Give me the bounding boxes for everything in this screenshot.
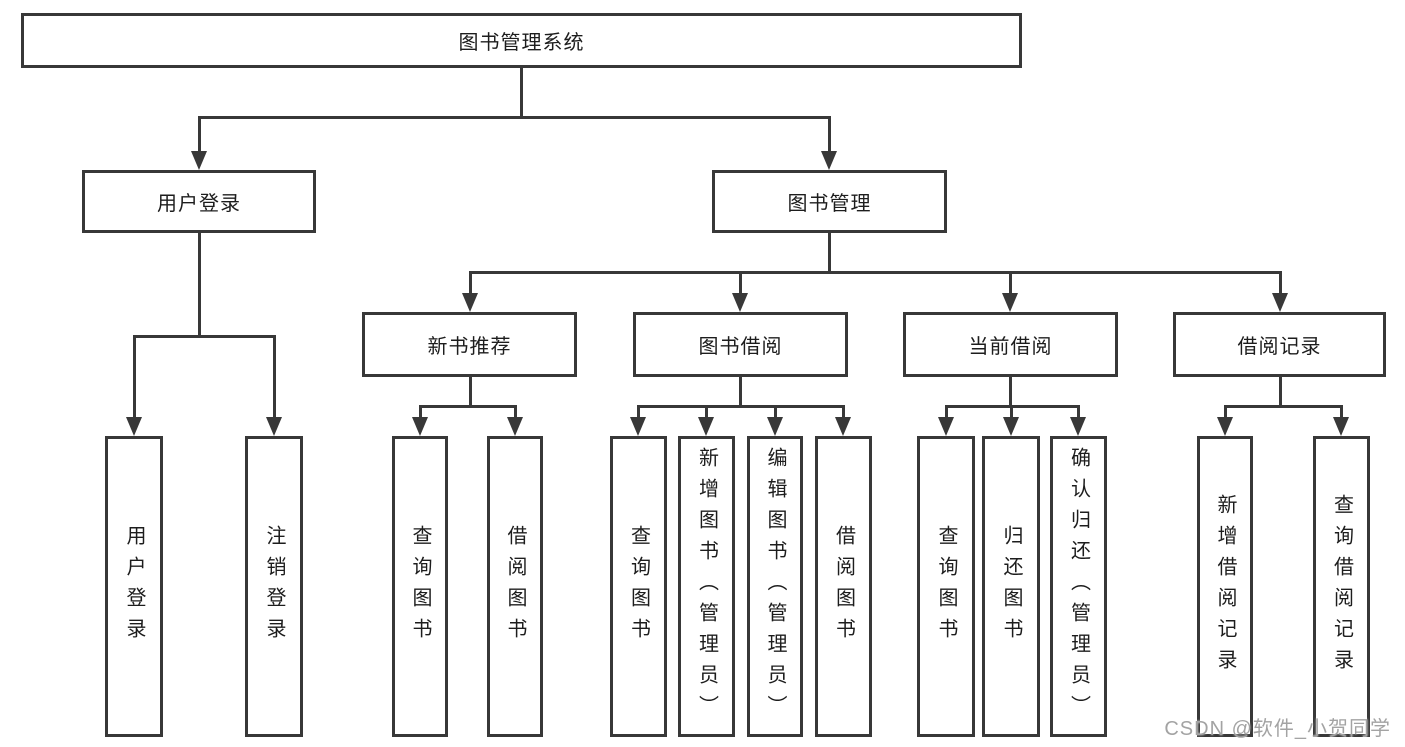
arrow-down-icon xyxy=(767,417,783,436)
node-label: 归还图书 xyxy=(1000,524,1022,649)
connector-line xyxy=(944,404,1080,408)
connector-line xyxy=(1008,377,1012,407)
arrow-down-icon xyxy=(191,151,207,170)
node-label: 图书管理系统 xyxy=(458,32,585,54)
node-borrowing-records: 借阅记录 xyxy=(1173,312,1386,377)
node-label: 借阅图书 xyxy=(832,524,855,649)
node-leaf-user-login: 用户登录 xyxy=(105,436,163,737)
node-label: 新书推荐 xyxy=(427,336,512,358)
node-label: 当前借阅 xyxy=(968,336,1053,358)
connector-line xyxy=(636,406,640,418)
node-label: 用户登录 xyxy=(123,524,145,649)
node-label: 借阅记录 xyxy=(1237,336,1322,358)
csdn-watermark: CSDN @软件_小贺同学 xyxy=(1164,718,1391,740)
arrow-down-icon xyxy=(821,151,837,170)
connector-line xyxy=(132,336,136,418)
node-leaf-bb-query-books: 查询图书 xyxy=(610,436,667,737)
node-label: 图书借阅 xyxy=(698,336,783,358)
node-label: 编辑图书（管理员） xyxy=(764,447,786,726)
node-leaf-br-query-record: 查询借阅记录 xyxy=(1313,436,1370,737)
node-book-management: 图书管理 xyxy=(712,170,947,233)
arrow-down-icon xyxy=(938,417,954,436)
arrow-down-icon xyxy=(1217,417,1233,436)
connector-line xyxy=(418,404,517,408)
arrow-down-icon xyxy=(1070,417,1086,436)
node-label: 用户登录 xyxy=(157,193,241,215)
node-leaf-cb-query-books: 查询图书 xyxy=(917,436,975,737)
connector-line xyxy=(1223,406,1227,418)
connector-line xyxy=(197,115,831,119)
node-leaf-nbr-query-books: 查询图书 xyxy=(392,436,448,737)
connector-line xyxy=(827,233,831,273)
connector-line xyxy=(418,406,422,418)
node-user-login: 用户登录 xyxy=(82,170,316,233)
connector-line xyxy=(738,272,742,294)
node-leaf-cb-return-books: 归还图书 xyxy=(982,436,1040,737)
arrow-down-icon xyxy=(126,417,142,436)
node-current-borrowing: 当前借阅 xyxy=(903,312,1118,377)
node-leaf-logout: 注销登录 xyxy=(245,436,303,737)
connector-line xyxy=(841,406,845,418)
node-label: 查询图书 xyxy=(627,524,650,649)
node-leaf-bb-borrow-books: 借阅图书 xyxy=(815,436,872,737)
node-label: 确认归还（管理员） xyxy=(1067,447,1090,726)
connector-line xyxy=(1278,272,1282,294)
connector-line xyxy=(468,377,472,407)
connector-line xyxy=(1223,404,1343,408)
connector-line xyxy=(1076,406,1080,418)
arrow-down-icon xyxy=(507,417,523,436)
node-book-borrowing: 图书借阅 xyxy=(633,312,848,377)
node-library-system: 图书管理系统 xyxy=(21,13,1022,68)
arrow-down-icon xyxy=(698,417,714,436)
connector-line xyxy=(272,336,276,418)
connector-line xyxy=(738,377,742,407)
connector-line xyxy=(944,406,948,418)
connector-line xyxy=(827,117,831,152)
connector-line xyxy=(636,404,845,408)
connector-line xyxy=(468,272,472,294)
arrow-down-icon xyxy=(630,417,646,436)
arrow-down-icon xyxy=(266,417,282,436)
node-leaf-bb-edit-books-admin: 编辑图书（管理员） xyxy=(747,436,803,737)
node-leaf-br-add-record: 新增借阅记录 xyxy=(1197,436,1253,737)
connector-line xyxy=(1278,377,1282,407)
connector-line xyxy=(132,334,276,338)
connector-line xyxy=(1339,406,1343,418)
node-label: 查询借阅记录 xyxy=(1330,493,1353,680)
arrow-down-icon xyxy=(1333,417,1349,436)
node-label: 注销登录 xyxy=(263,524,285,649)
connector-line xyxy=(773,406,777,418)
connector-line xyxy=(519,68,523,118)
node-label: 图书管理 xyxy=(787,193,872,215)
connector-line xyxy=(197,233,201,337)
arrow-down-icon xyxy=(412,417,428,436)
node-leaf-nbr-borrow-books: 借阅图书 xyxy=(487,436,543,737)
connector-line xyxy=(1008,272,1012,294)
node-label: 查询图书 xyxy=(935,524,957,649)
arrow-down-icon xyxy=(835,417,851,436)
connector-line xyxy=(513,406,517,418)
connector-line xyxy=(1009,406,1013,418)
arrow-down-icon xyxy=(1272,293,1288,312)
connector-line xyxy=(468,270,1282,274)
node-label: 新增图书（管理员） xyxy=(695,447,718,726)
node-leaf-cb-confirm-return-admin: 确认归还（管理员） xyxy=(1050,436,1107,737)
node-leaf-bb-add-books-admin: 新增图书（管理员） xyxy=(678,436,735,737)
node-label: 新增借阅记录 xyxy=(1214,493,1236,680)
node-label: 借阅图书 xyxy=(504,524,526,649)
connector-line xyxy=(197,117,201,152)
arrow-down-icon xyxy=(1003,417,1019,436)
arrow-down-icon xyxy=(462,293,478,312)
node-label: 查询图书 xyxy=(409,524,431,649)
connector-line xyxy=(704,406,708,418)
arrow-down-icon xyxy=(732,293,748,312)
arrow-down-icon xyxy=(1002,293,1018,312)
node-new-book-recommend: 新书推荐 xyxy=(362,312,577,377)
